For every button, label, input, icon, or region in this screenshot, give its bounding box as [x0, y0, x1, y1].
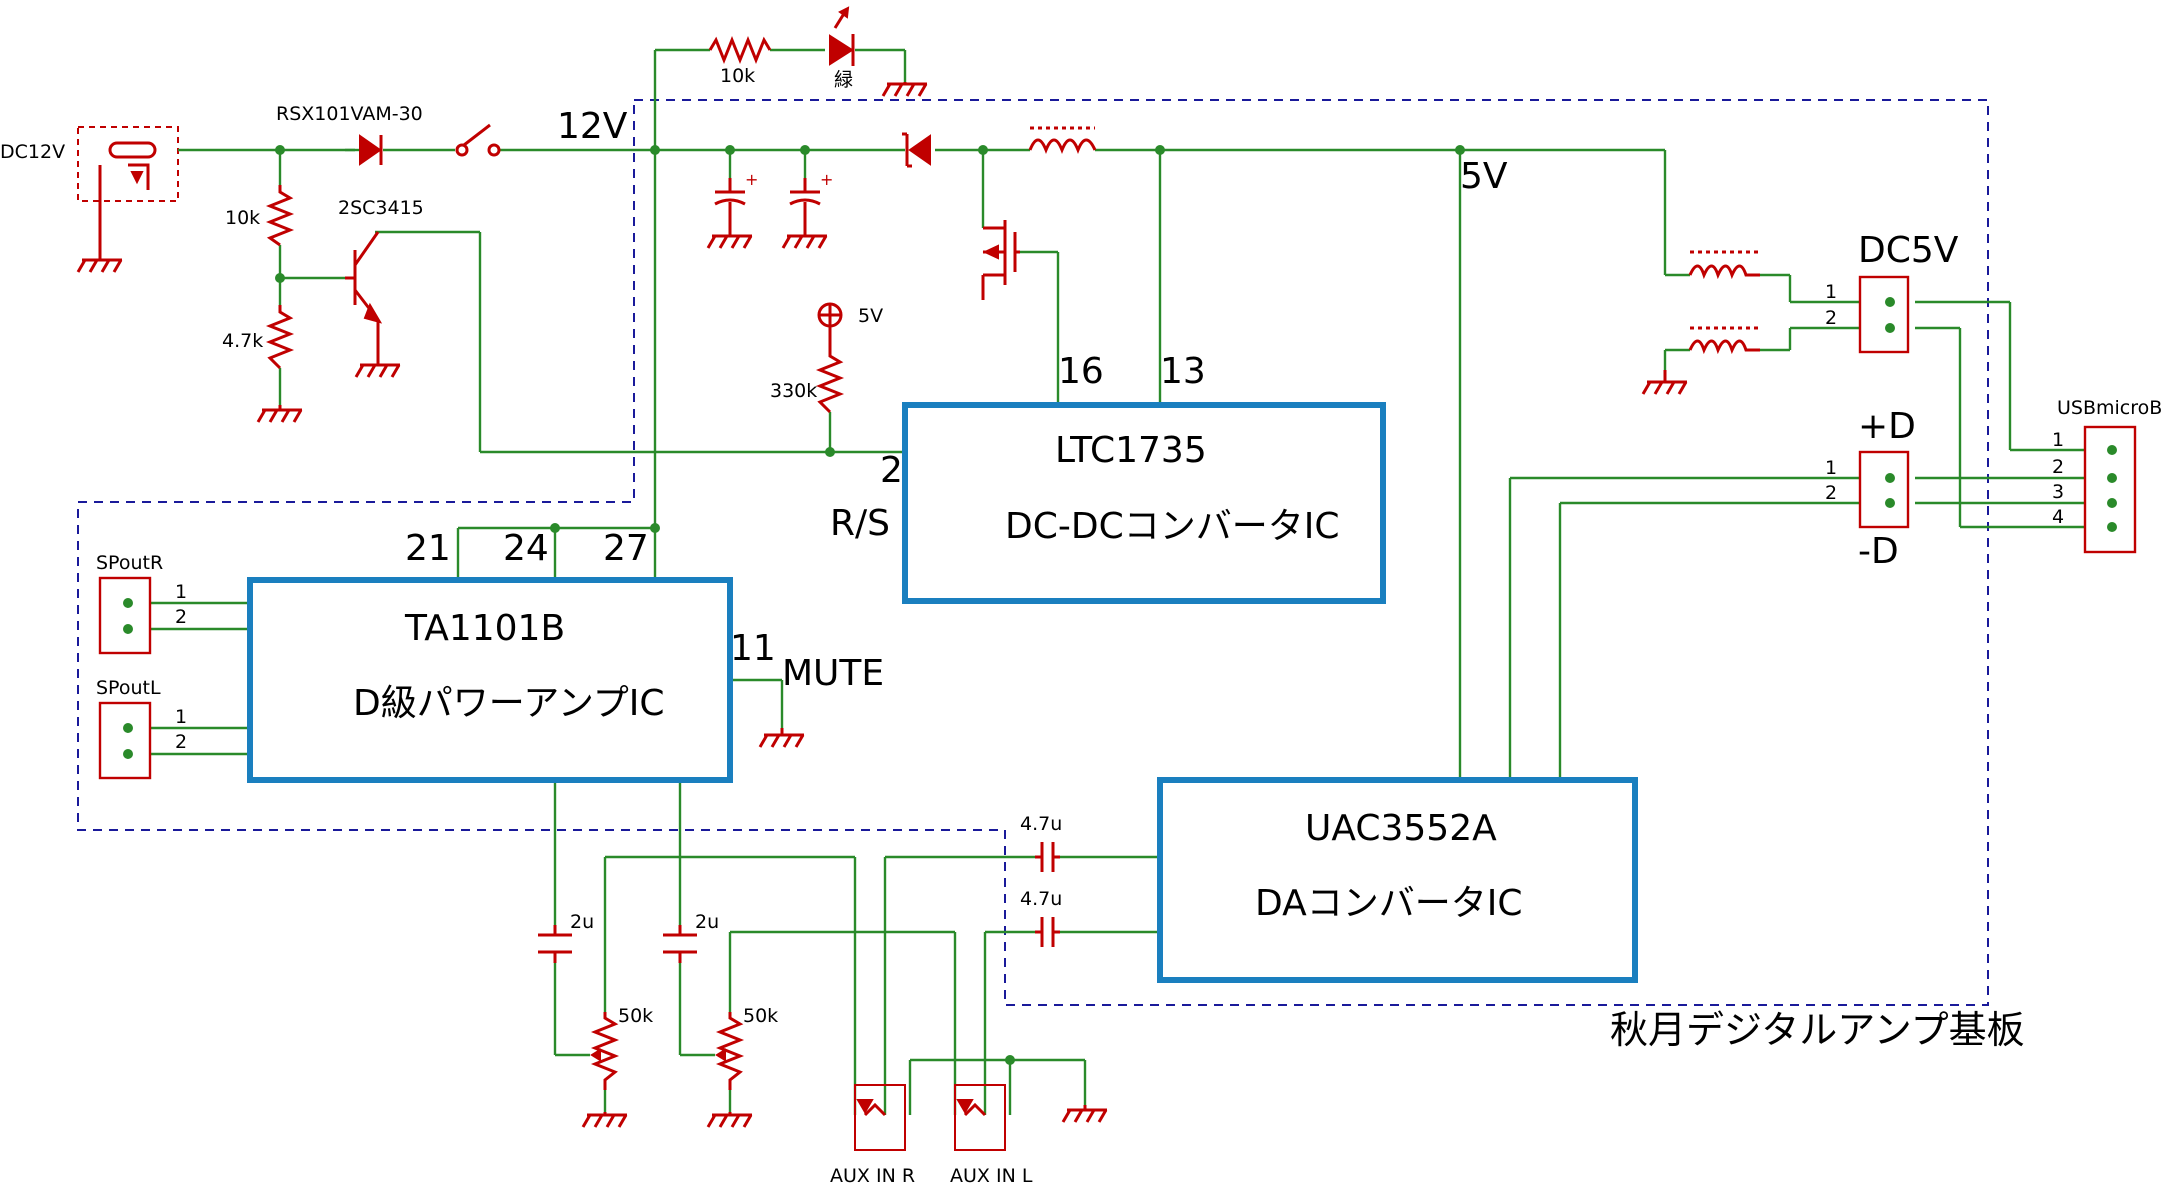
- power-switch: [455, 123, 501, 157]
- spout-r-pin2: 2: [175, 606, 187, 628]
- dc5v-connector: [1858, 275, 1910, 354]
- data-connector: [1858, 450, 1910, 529]
- aux-in-l-label: AUX IN L: [950, 1165, 1033, 1187]
- ta-desc: D級パワーアンプIC: [353, 683, 665, 724]
- spout-l-pin1: 1: [175, 706, 187, 728]
- pullup-rail-label: 5V: [858, 305, 883, 327]
- aux-in-r-jack: [854, 1084, 906, 1151]
- ta-pin-27: 27: [603, 528, 649, 569]
- usb-pin4: 4: [2052, 506, 2064, 528]
- svg-text:+: +: [820, 170, 833, 189]
- r1-label: 10k: [225, 207, 260, 229]
- cap-electrolytic-2: +: [789, 170, 833, 230]
- spout-l-title: SPoutL: [96, 677, 161, 699]
- diode-label: RSX101VAM-30: [276, 103, 423, 125]
- uac-name: UAC3552A: [1305, 808, 1497, 849]
- resistor-r2: [265, 305, 295, 370]
- pullup-resistor: [815, 302, 845, 414]
- spout-l-pin2: 2: [175, 731, 187, 753]
- led-color-label: 緑: [834, 69, 853, 91]
- r-led-label: 10k: [720, 65, 755, 87]
- dc5v-pin1: 1: [1825, 281, 1837, 303]
- ta-pin-note: MUTE: [782, 653, 884, 694]
- board-label: 秋月デジタルアンプ基板: [1610, 1008, 2025, 1052]
- ic-ta1101b: [247, 577, 733, 783]
- cap-2u-1: [538, 925, 572, 963]
- cap-4u7-1: [1035, 842, 1060, 872]
- data-pin2: 2: [1825, 482, 1837, 504]
- data-minus-label: -D: [1858, 531, 1899, 572]
- dc5v-pin2: 2: [1825, 307, 1837, 329]
- spout-r-title: SPoutR: [96, 552, 163, 574]
- uac-desc: DAコンバータIC: [1255, 883, 1522, 924]
- cap-2u-1-label: 2u: [570, 911, 594, 933]
- ta-pin-11: 11: [730, 628, 776, 669]
- pot-2: [715, 1012, 745, 1090]
- inductor-l2: [1688, 250, 1760, 280]
- usb-connector: [2083, 425, 2137, 554]
- usb-title: USBmicroB: [2057, 397, 2162, 419]
- usb-pin2: 2: [2052, 456, 2064, 478]
- dc-jack: [77, 126, 200, 255]
- ltc-pin-13: 13: [1160, 351, 1206, 392]
- cap-2u-2: [663, 925, 697, 963]
- inductor-l3: [1688, 326, 1760, 355]
- ic-uac3552a: [1157, 777, 1638, 983]
- resistor-r1: [265, 185, 295, 247]
- spout-r-connector: [98, 576, 152, 655]
- data-pin1: 1: [1825, 457, 1837, 479]
- ltc-pin-16: 16: [1058, 351, 1104, 392]
- r2-label: 4.7k: [222, 330, 263, 352]
- cap-4u7-2: [1035, 917, 1060, 947]
- ltc-pin-note: R/S: [830, 503, 890, 544]
- svg-text:+: +: [745, 170, 758, 189]
- ltc-pin-2: 2: [880, 450, 903, 491]
- ground-symbols: [76, 82, 1688, 1128]
- aux-in-l-jack: [954, 1084, 1006, 1151]
- ltc-desc: DC-DCコンバータIC: [1005, 506, 1339, 547]
- pot-1: [590, 1012, 620, 1090]
- cap-electrolytic-1: +: [714, 170, 758, 230]
- diode-d1: [345, 134, 383, 166]
- aux-in-r-label: AUX IN R: [830, 1165, 915, 1187]
- resistor-led: [708, 35, 772, 65]
- ta-name: TA1101B: [404, 608, 565, 649]
- net-12v-label: 12V: [557, 106, 628, 147]
- led-green: [829, 6, 855, 66]
- ic-ltc1735: [902, 402, 1386, 604]
- transistor-label: 2SC3415: [338, 197, 424, 219]
- cap-4u7-2-label: 4.7u: [1020, 888, 1062, 910]
- board-outline: [77, 99, 1989, 1006]
- data-plus-label: +D: [1858, 406, 1916, 447]
- cap-4u7-1-label: 4.7u: [1020, 813, 1062, 835]
- spout-l-connector: [98, 701, 152, 780]
- cap-2u-2-label: 2u: [695, 911, 719, 933]
- ta-pin-21: 21: [405, 528, 451, 569]
- usb-pin3: 3: [2052, 481, 2064, 503]
- junction-dots: [275, 145, 1465, 1065]
- usb-pin1: 1: [2052, 429, 2064, 451]
- inductor-l1: [1028, 126, 1097, 155]
- mosfet: [981, 220, 1020, 300]
- spout-r-pin1: 1: [175, 581, 187, 603]
- ta-pin-24: 24: [503, 528, 549, 569]
- ltc-name: LTC1735: [1055, 430, 1207, 471]
- dc12v-label: DC12V: [0, 141, 65, 163]
- pot-2-label: 50k: [743, 1005, 778, 1027]
- net-5v-label: 5V: [1460, 156, 1508, 197]
- transistor-q1: [345, 231, 383, 350]
- pot-1-label: 50k: [618, 1005, 653, 1027]
- diode-d2: [902, 132, 931, 168]
- dc5v-title: DC5V: [1858, 230, 1959, 271]
- r-pullup-label: 330k: [770, 380, 817, 402]
